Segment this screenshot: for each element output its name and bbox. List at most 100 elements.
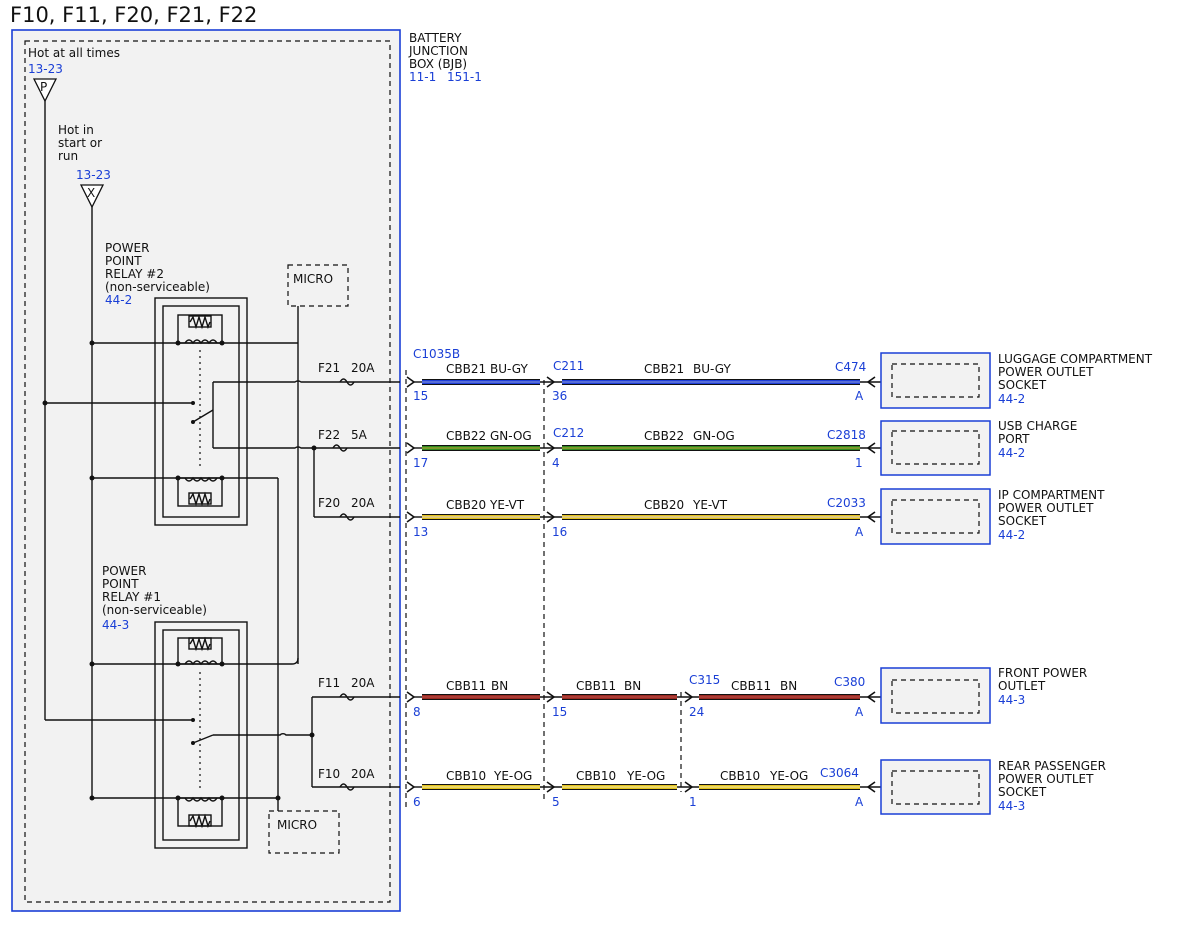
- relay-2-label: POWER POINT RELAY #2 (non-serviceable) 4…: [105, 241, 210, 307]
- relay-label-line: POINT: [102, 577, 139, 591]
- connector-label[interactable]: C2033: [827, 496, 866, 510]
- bjb-inner-boundary: [24, 40, 391, 903]
- resistor-icon: [188, 315, 212, 328]
- connector-arrow-icon: [866, 376, 876, 388]
- splice-triangle-icon: [32, 78, 58, 103]
- wire-circuit-label: CBB10: [576, 769, 616, 783]
- wire-circuit-label: CBB21: [446, 362, 486, 376]
- bjb-ref-link[interactable]: 11-1: [409, 70, 436, 84]
- load-label-line: POWER OUTLET: [998, 772, 1094, 786]
- pin-number: A: [855, 795, 864, 809]
- bjb-label-line: BATTERY: [409, 31, 462, 45]
- fuse-icon: [339, 513, 355, 521]
- pin-number: 36: [552, 389, 567, 403]
- resistor-icon: [188, 492, 212, 505]
- load-label-line: SOCKET: [998, 514, 1047, 528]
- load-front-outlet: FRONT POWER OUTLET 44-3: [880, 666, 1087, 724]
- wire-circuit-label: CBB22: [446, 429, 486, 443]
- feed-ref-link[interactable]: 13-23: [76, 168, 111, 182]
- fuse-name: F11: [318, 676, 340, 690]
- load-label-line: IP COMPARTMENT: [998, 488, 1105, 502]
- wire-color-label: YE-OG: [493, 769, 532, 783]
- pin-number: 15: [552, 705, 567, 719]
- load-rear-outlet: REAR PASSENGER POWER OUTLET SOCKET 44-3: [880, 759, 1106, 815]
- switch-arm-icon: [192, 409, 214, 423]
- fuse-rating: 20A: [351, 676, 375, 690]
- bjb-label-line: JUNCTION: [408, 44, 468, 58]
- wire-circuit-label: CBB10: [446, 769, 486, 783]
- pin-number: 15: [413, 389, 428, 403]
- load-ref-link[interactable]: 44-2: [998, 392, 1025, 406]
- wire-color-label: YE-VT: [489, 498, 525, 512]
- load-label-line: REAR PASSENGER: [998, 759, 1106, 773]
- micro-box: [287, 264, 349, 307]
- connector-arrow-icon: [406, 691, 416, 703]
- connector-arrow-icon: [866, 691, 876, 703]
- relay-1-wiring: [45, 657, 400, 801]
- relay-label-line: POINT: [105, 254, 142, 268]
- connector-label[interactable]: C2818: [827, 428, 866, 442]
- connector-arrow-icon: [406, 781, 416, 793]
- connector-arrow-icon: [406, 376, 416, 388]
- wire-color-label: YE-VT: [692, 498, 728, 512]
- fuse-f21: F21 20A: [318, 361, 375, 386]
- resistor-icon: [188, 637, 212, 650]
- relay-label-line: (non-serviceable): [105, 280, 210, 294]
- wire-color-label: YE-OG: [626, 769, 665, 783]
- pin-number: 24: [689, 705, 704, 719]
- fuse-f22: F22 5A: [318, 428, 368, 452]
- load-ref-link[interactable]: 44-3: [998, 693, 1025, 707]
- fuse-rating: 20A: [351, 361, 375, 375]
- connector-label[interactable]: C1035B: [413, 347, 460, 361]
- bjb-label: BATTERY JUNCTION BOX (BJB) 11-1 151-1: [408, 31, 482, 84]
- fuse-branch-f22-f20: [311, 445, 400, 518]
- connector-label[interactable]: C212: [553, 426, 584, 440]
- wire-circuit-label: CBB21: [644, 362, 684, 376]
- wire-circuit-label: CBB20: [644, 498, 684, 512]
- fuse-name: F22: [318, 428, 340, 442]
- connector-label[interactable]: C380: [834, 675, 865, 689]
- fuse-f10: F10 20A: [318, 767, 375, 791]
- load-ref-link[interactable]: 44-3: [998, 799, 1025, 813]
- load-ref-link[interactable]: 44-2: [998, 446, 1025, 460]
- connector-label[interactable]: C3064: [820, 766, 859, 780]
- load-label-line: PORT: [998, 432, 1030, 446]
- load-label-line: POWER OUTLET: [998, 365, 1094, 379]
- fuse-icon: [339, 783, 355, 791]
- fuse-rating: 20A: [351, 767, 375, 781]
- load-label-line: FRONT POWER: [998, 666, 1087, 680]
- fuse-icon: [332, 444, 348, 452]
- load-ref-link[interactable]: 44-2: [998, 528, 1025, 542]
- load-label-line: USB CHARGE: [998, 419, 1077, 433]
- bjb-ref-link[interactable]: 151-1: [447, 70, 482, 84]
- load-ip-outlet: IP COMPARTMENT POWER OUTLET SOCKET 44-2: [880, 488, 1105, 545]
- load-label-line: LUGGAGE COMPARTMENT: [998, 352, 1153, 366]
- connector-label[interactable]: C211: [553, 359, 584, 373]
- connector-label[interactable]: C474: [835, 360, 866, 374]
- fuse-name: F20: [318, 496, 340, 510]
- wire-circuit-label: CBB22: [644, 429, 684, 443]
- load-label-line: POWER OUTLET: [998, 501, 1094, 515]
- circuit-wires: [406, 376, 881, 793]
- relay-ref-link[interactable]: 44-3: [102, 618, 129, 632]
- feed-label-line: run: [58, 149, 78, 163]
- feed-hot-start-run: Hot in start or run 13-23 X: [58, 123, 111, 798]
- bjb-frame: [11, 29, 401, 912]
- wire-circuit-label: CBB11: [446, 679, 486, 693]
- pin-number: 17: [413, 456, 428, 470]
- connector-arrow-icon: [866, 781, 876, 793]
- connector-arrow-icon: [866, 511, 876, 523]
- pin-number: A: [855, 389, 864, 403]
- pin-number: A: [855, 525, 864, 539]
- relay-ref-link[interactable]: 44-2: [105, 293, 132, 307]
- wire-color-label: BU-GY: [490, 362, 528, 376]
- fuse-f11: F11 20A: [318, 676, 375, 701]
- feed-ref-link[interactable]: 13-23: [28, 62, 63, 76]
- splice-triangle-icon: [79, 184, 105, 209]
- wire-color-label: GN-OG: [693, 429, 735, 443]
- feed-label-line: start or: [58, 136, 102, 150]
- connector-label[interactable]: C315: [689, 673, 720, 687]
- load-luggage-outlet: LUGGAGE COMPARTMENT POWER OUTLET SOCKET …: [880, 352, 1153, 409]
- fuse-icon: [339, 378, 355, 386]
